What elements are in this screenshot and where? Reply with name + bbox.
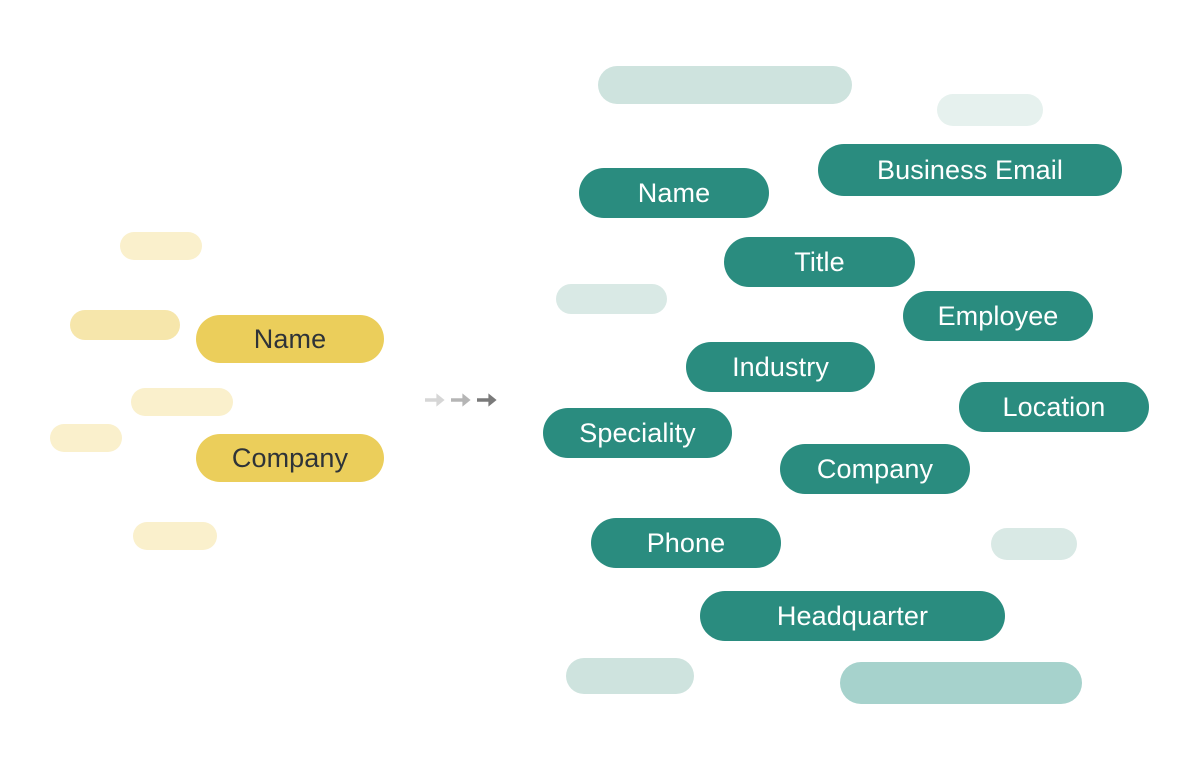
output-field-pill-label: Headquarter bbox=[776, 600, 929, 631]
arrow-right-icon bbox=[425, 393, 445, 407]
output-field-pill[interactable]: Speciality bbox=[543, 408, 732, 458]
output-field-pill-label: Employee bbox=[937, 300, 1059, 331]
source-placeholder-bar bbox=[131, 388, 233, 416]
output-field-pill-label: Title bbox=[794, 246, 845, 277]
output-field-pill[interactable]: Company bbox=[780, 444, 970, 494]
output-field-pill[interactable]: Industry bbox=[686, 342, 875, 392]
source-field-pill[interactable]: Company bbox=[196, 434, 384, 482]
output-field-pill[interactable]: Business Email bbox=[818, 144, 1122, 196]
source-field-pill[interactable]: Name bbox=[196, 315, 384, 363]
output-placeholder-bar bbox=[991, 528, 1077, 560]
output-field-pill[interactable]: Phone bbox=[591, 518, 781, 568]
output-field-pill-label: Location bbox=[1002, 391, 1106, 422]
output-field-pill-label: Phone bbox=[646, 527, 726, 558]
transform-arrows bbox=[424, 386, 508, 414]
output-placeholder-bar bbox=[556, 284, 667, 314]
source-placeholder-bar bbox=[50, 424, 122, 452]
output-placeholder-bar bbox=[937, 94, 1043, 126]
output-field-pill-label: Industry bbox=[732, 351, 829, 382]
output-field-pill-label: Business Email bbox=[877, 154, 1063, 185]
output-field-pill-label: Speciality bbox=[579, 417, 696, 448]
source-field-pill-label: Company bbox=[231, 442, 349, 473]
arrow-right-icon bbox=[477, 393, 497, 407]
arrow-right-icon bbox=[451, 393, 471, 407]
source-field-pill-label: Name bbox=[253, 323, 327, 354]
output-placeholder-bar bbox=[598, 66, 852, 104]
output-placeholder-bar bbox=[566, 658, 694, 694]
output-field-pill-label: Company bbox=[816, 453, 934, 484]
source-placeholder-bar bbox=[120, 232, 202, 260]
output-field-pill[interactable]: Name bbox=[579, 168, 769, 218]
source-placeholder-bar bbox=[70, 310, 180, 340]
source-placeholder-bar bbox=[133, 522, 217, 550]
output-placeholder-bar bbox=[840, 662, 1082, 704]
output-field-pill[interactable]: Title bbox=[724, 237, 915, 287]
output-field-pill[interactable]: Location bbox=[959, 382, 1149, 432]
output-field-pill[interactable]: Headquarter bbox=[700, 591, 1005, 641]
output-field-pill-label: Name bbox=[637, 177, 711, 208]
output-field-pill[interactable]: Employee bbox=[903, 291, 1093, 341]
